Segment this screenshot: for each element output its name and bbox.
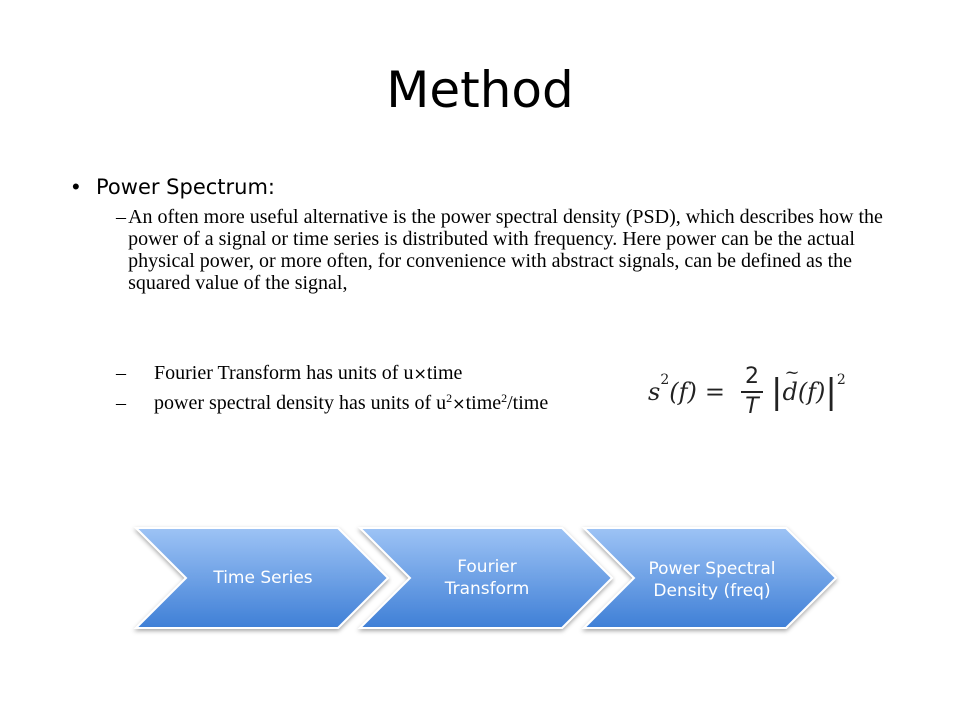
fraction-bar [740,391,763,393]
formula-exponent: 2 [836,372,846,388]
formula-func-arg: (f) [797,378,826,406]
bullet-text: Power Spectrum: [96,175,276,199]
units-suffix: time [426,362,463,384]
formula-arg: (f) [669,378,697,406]
dash-marker: – [116,362,126,384]
units-prefix: Fourier Transform has units of u [154,362,414,384]
formula-lhs: s [648,378,661,406]
formula-equals: = [704,378,725,406]
dash-marker: – [116,206,126,228]
flow-label-psd: Power Spectral Density (freq) [648,559,776,601]
subpoint-text: power spectral density has units of u2×t… [154,392,548,415]
subpoint-text: Fourier Transform has units of u×time [154,362,462,385]
subpoint-psd-description: – An often more useful alternative is th… [116,206,906,294]
superscript: 2 [501,391,508,405]
subpoint-text: An often more useful alternative is the … [128,206,883,294]
abs-left: | [770,372,783,412]
units-suffix: /time [507,392,549,414]
formula-func: d [782,362,800,406]
slide-title: Method [386,61,574,119]
times-symbol: × [452,394,466,413]
superscript: 2 [446,391,453,405]
formula-fraction: 2 T [740,364,763,419]
dash-marker: – [116,392,126,414]
units-mid: time [465,392,502,414]
times-symbol: × [413,364,427,383]
bullet-marker: • [72,174,80,199]
subpoint-fourier-units: – Fourier Transform has units of u×time [116,362,462,385]
formula-lhs-exponent: 2 [660,372,670,388]
units-prefix: power spectral density has units of u [154,392,447,414]
fraction-numerator: 2 [744,364,759,389]
fraction-denominator: T [745,394,759,419]
subpoint-psd-units: – power spectral density has units of u2… [116,392,548,415]
bullet-power-spectrum: • Power Spectrum: [72,172,275,202]
flow-label-time-series: Time Series [213,568,313,588]
flow-label-fourier-transform: Fourier Transform [444,557,530,599]
psd-formula: s2(f) = 2 T |d(f)|2 [648,352,846,432]
abs-right: | [825,372,837,412]
